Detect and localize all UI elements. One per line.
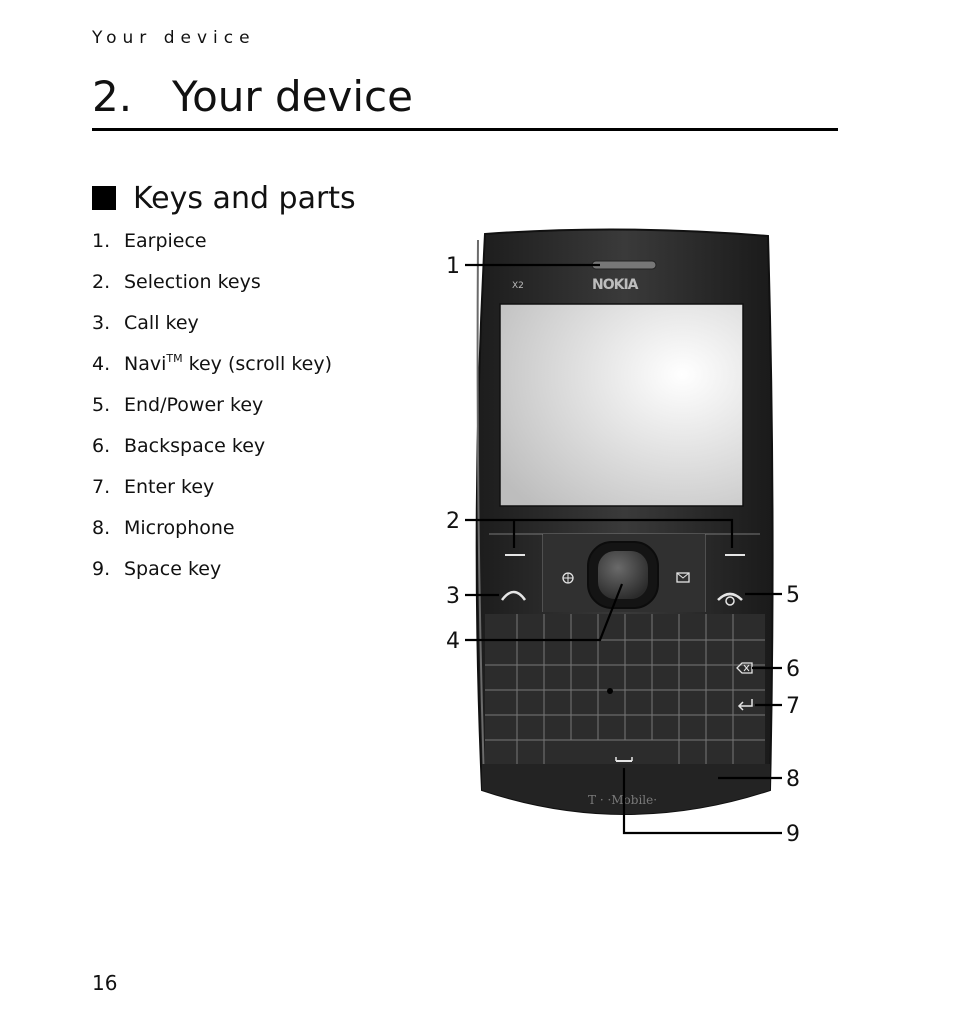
chapter-heading: 2. Your device: [92, 70, 838, 131]
carrier-logo: T · ·Mobile·: [588, 793, 657, 807]
item-number: 1.: [92, 230, 111, 252]
item-number: 3.: [92, 312, 111, 334]
section-title: Keys and parts: [133, 181, 356, 216]
phone-bezel-highlight: [476, 239, 485, 781]
callout-1: 1: [446, 254, 460, 279]
item-label: Earpiece: [124, 230, 207, 252]
item-number: 6.: [92, 435, 111, 457]
item-label: Microphone: [124, 517, 235, 539]
callout-lines: [465, 263, 782, 835]
item-number: 4.: [92, 353, 111, 375]
navi-key-center: [598, 551, 648, 599]
callout-2: 2: [446, 509, 460, 534]
page-number: 16: [92, 971, 118, 995]
item-label: Call key: [124, 312, 199, 334]
enter-icon: [737, 699, 753, 711]
callout-3: 3: [446, 584, 460, 609]
item-number: 9.: [92, 558, 111, 580]
item-label: Space key: [124, 558, 222, 580]
phone-chin: [482, 764, 770, 814]
callout-8: 8: [786, 767, 800, 792]
brand-logo: NOKIA: [592, 277, 639, 293]
callout-4: 4: [446, 629, 460, 654]
model-label: X2: [512, 281, 524, 291]
callout-6: 6: [786, 657, 800, 682]
item-label: End/Power key: [124, 394, 264, 416]
item-number: 2.: [92, 271, 111, 293]
item-label: NaviTM key (scroll key): [124, 351, 332, 377]
trademark-sup: TM: [166, 352, 183, 365]
space-key-ticks: [615, 757, 633, 761]
call-icon: [501, 590, 527, 601]
item-label: Selection keys: [124, 271, 261, 293]
qwerty-keyboard: [485, 614, 765, 764]
globe-icon: [562, 572, 574, 584]
item-label-main: Navi: [124, 353, 167, 375]
item-number: 5.: [92, 394, 111, 416]
chapter-title: Your device: [172, 72, 413, 121]
callout-9: 9: [786, 822, 800, 847]
envelope-icon: [676, 572, 690, 583]
chapter-number: 2.: [92, 72, 133, 121]
running-header: Your device: [92, 28, 256, 48]
item-number: 7.: [92, 476, 111, 498]
earpiece-grille: [591, 260, 657, 270]
item-number: 8.: [92, 517, 111, 539]
item-label: Enter key: [124, 476, 215, 498]
item-label-rest: key (scroll key): [182, 353, 332, 375]
display-screen: [499, 303, 744, 507]
callout-5: 5: [786, 583, 800, 608]
item-label: Backspace key: [124, 435, 266, 457]
section-bullet-square: [92, 186, 116, 210]
end-power-icon: [717, 592, 743, 606]
callout-7: 7: [786, 694, 800, 719]
